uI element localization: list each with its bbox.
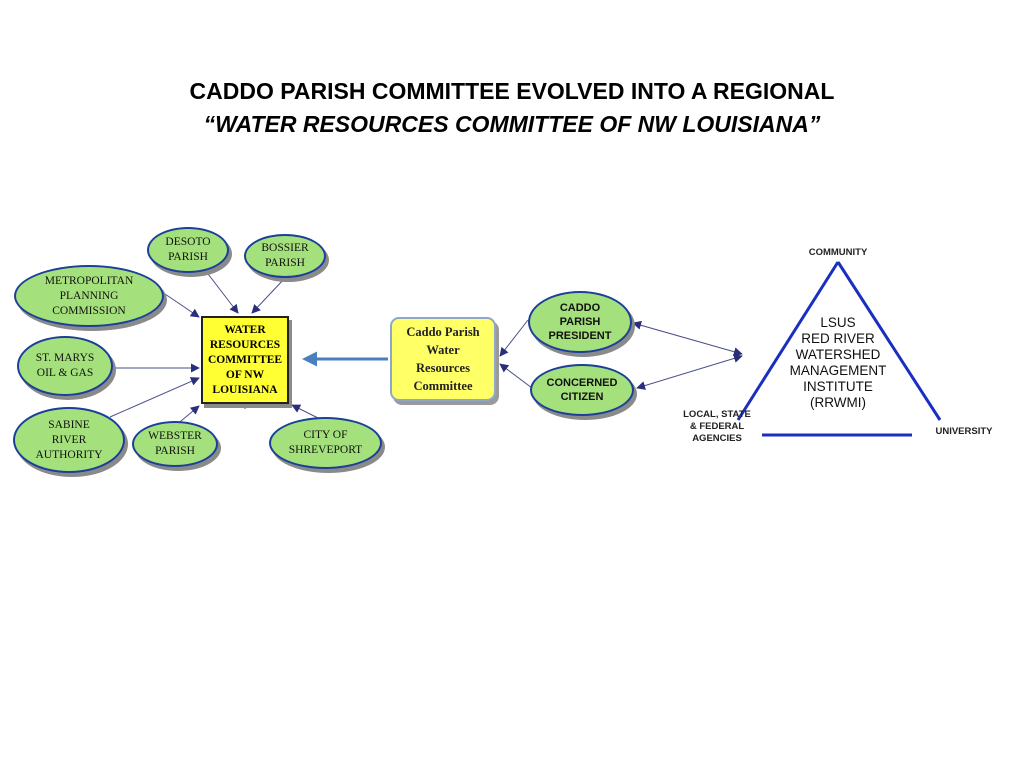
triangle-label-community: COMMUNITY bbox=[808, 247, 868, 258]
triangle-left-side bbox=[736, 261, 840, 421]
node-president-label: CADDO PARISH PRESIDENT bbox=[548, 302, 612, 342]
title-line-1: CADDO PARISH COMMITTEE EVOLVED INTO A RE… bbox=[189, 78, 835, 104]
connector-sabine bbox=[109, 377, 200, 418]
title-line-2: “WATER RESOURCES COMMITTEE OF NW LOUISIA… bbox=[203, 111, 821, 137]
node-st-marys: ST. MARYS OIL & GAS bbox=[17, 336, 113, 396]
node-citizen-label: CONCERNED CITIZEN bbox=[546, 377, 618, 403]
triangle-right-side bbox=[836, 261, 942, 421]
connector-citizen-to-caddo bbox=[499, 363, 533, 389]
node-water-resources-committee: WATER RESOURCES COMMITTEE OF NW LOUISIAN… bbox=[201, 316, 289, 404]
connector-citizen-triangle bbox=[636, 354, 743, 390]
node-sabine-label: SABINE RIVER AUTHORITY bbox=[35, 418, 103, 461]
connector-president-triangle bbox=[632, 320, 743, 357]
connector-shreveport bbox=[291, 404, 319, 419]
triangle-label-university: UNIVERSITY bbox=[935, 426, 993, 437]
connector-bossier bbox=[251, 277, 286, 314]
connector-metropolitan bbox=[164, 293, 200, 318]
node-shreveport-label: CITY OF SHREVEPORT bbox=[288, 429, 363, 456]
node-city-of-shreveport: CITY OF SHREVEPORT bbox=[269, 417, 382, 469]
node-sabine-river: SABINE RIVER AUTHORITY bbox=[13, 407, 125, 473]
triangle-center-rrwmi: LSUS RED RIVER WATERSHED MANAGEMENT INST… bbox=[789, 315, 887, 410]
node-concerned-citizen: CONCERNED CITIZEN bbox=[530, 364, 634, 416]
node-caddo-parish-committee: Caddo Parish Water Resources Committee bbox=[390, 317, 496, 401]
connector-president-to-caddo bbox=[499, 319, 529, 357]
node-metropolitan-label: METROPOLITAN PLANNING COMMISSION bbox=[44, 274, 134, 317]
node-st-marys-label: ST. MARYS OIL & GAS bbox=[35, 352, 95, 379]
node-metropolitan-planning: METROPOLITAN PLANNING COMMISSION bbox=[14, 265, 164, 327]
node-bossier-label: BOSSIER PARISH bbox=[261, 242, 309, 269]
node-desoto-parish: DESOTO PARISH bbox=[147, 227, 229, 273]
node-bossier-parish: BOSSIER PARISH bbox=[244, 234, 326, 278]
node-webster-label: WEBSTER PARISH bbox=[148, 430, 202, 457]
connector-desoto bbox=[204, 269, 239, 314]
node-desoto-label: DESOTO PARISH bbox=[165, 236, 211, 263]
triangle-label-agencies: LOCAL, STATE & FEDERAL AGENCIES bbox=[683, 409, 751, 444]
node-caddo-parish-president: CADDO PARISH PRESIDENT bbox=[528, 291, 632, 353]
node-webster-parish: WEBSTER PARISH bbox=[132, 421, 218, 467]
